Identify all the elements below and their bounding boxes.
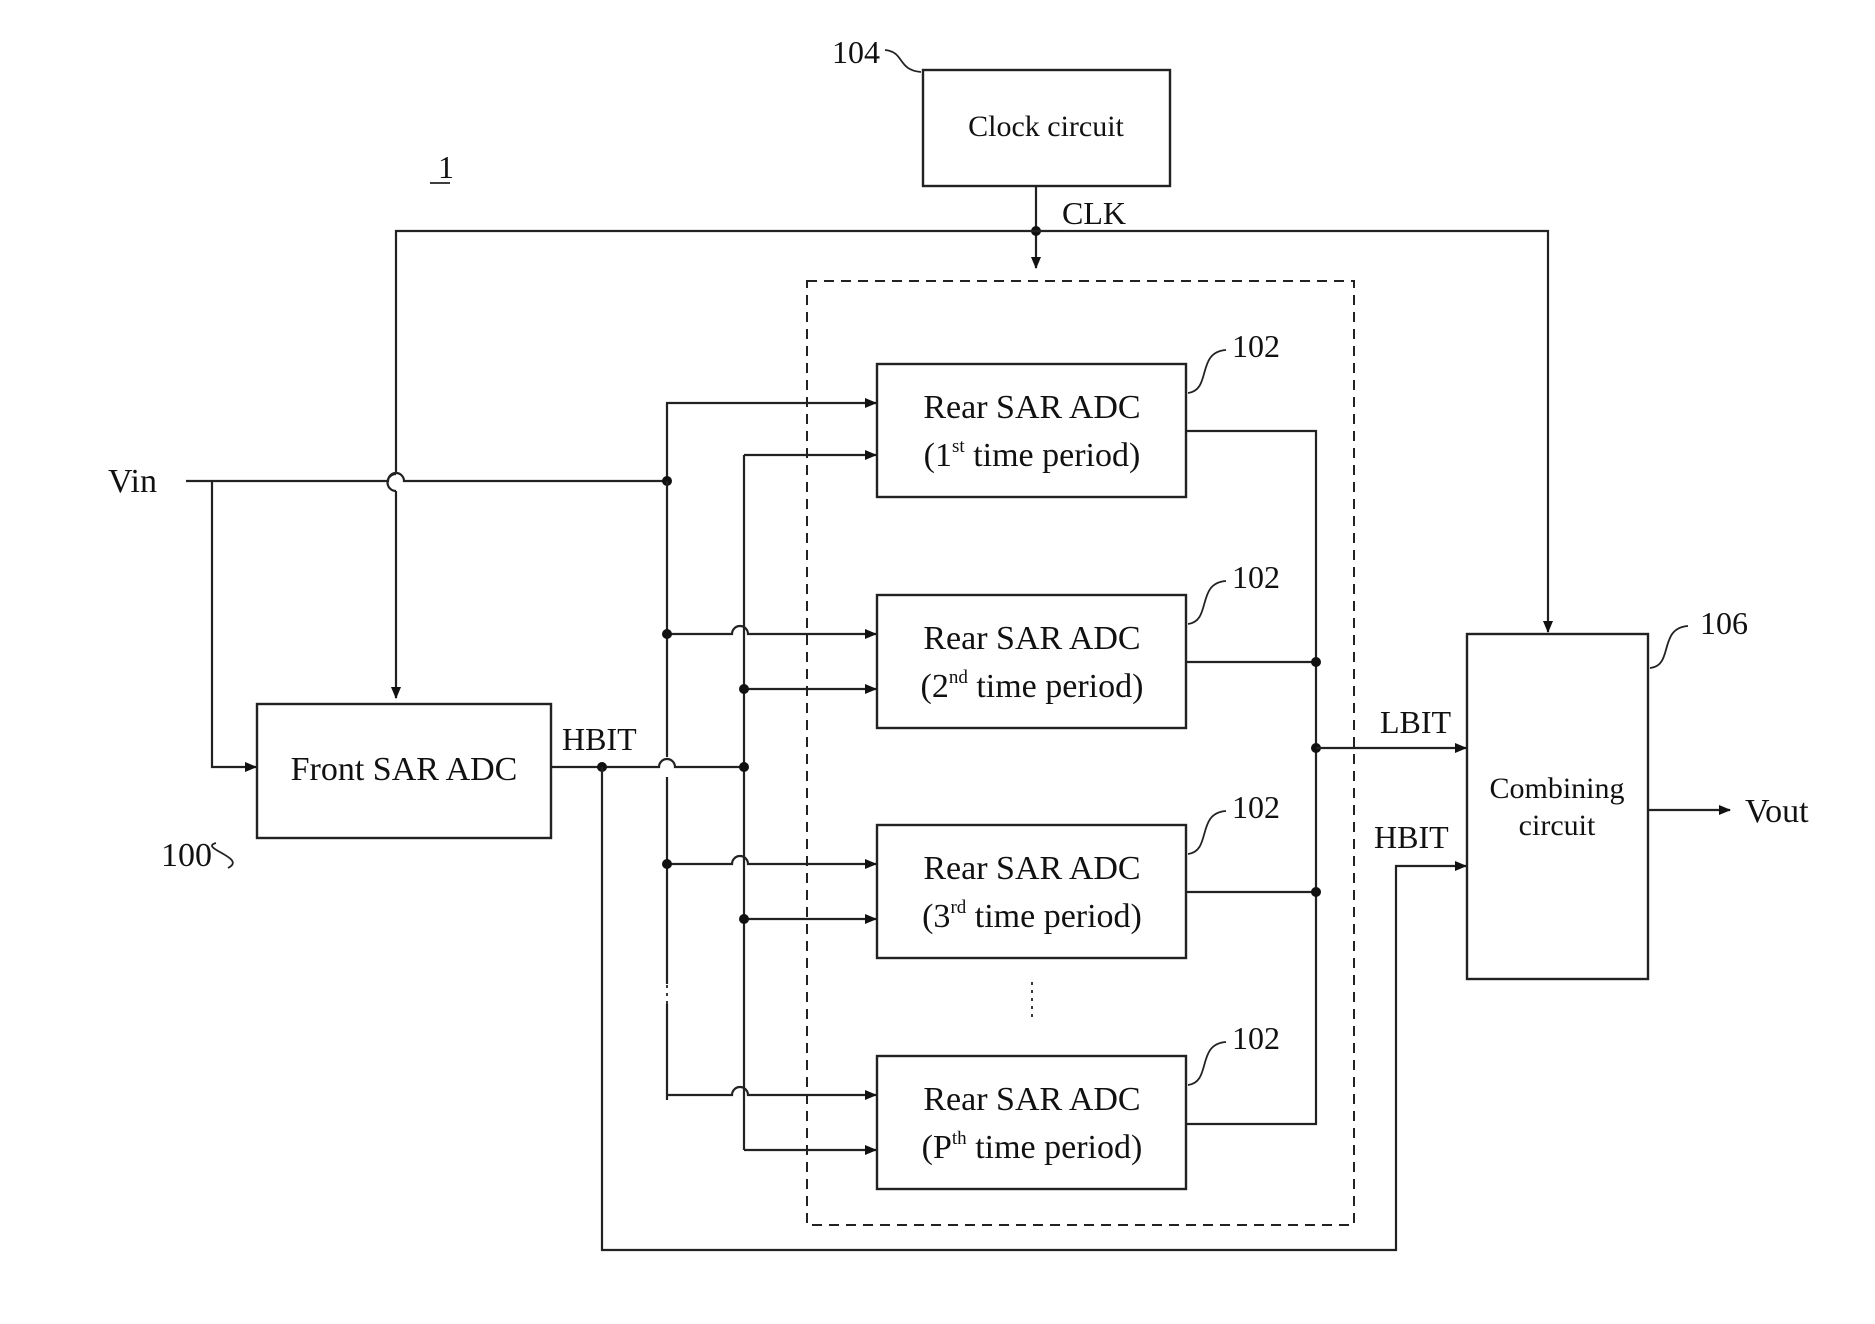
vin-bus-junction-2 (662, 629, 672, 639)
rear-sar-adc-1-label: Rear SAR ADC (923, 389, 1140, 426)
rear-sar-adc-3-label: Rear SAR ADC (923, 850, 1140, 887)
clock-circuit-label: Clock circuit (968, 110, 1124, 143)
rear-p-ref-leader (1188, 1042, 1226, 1085)
rear-sar-adc-3: Rear SAR ADC (3rd time period) 102 (877, 789, 1280, 958)
clock-ref-leader (885, 50, 921, 72)
figure-label: 1 (438, 149, 454, 185)
front-ref-number: 100 (161, 837, 212, 874)
hbit-front-label: HBIT (562, 721, 637, 757)
vin-wire-main (186, 473, 667, 481)
rear-sar-adc-1-box (877, 364, 1186, 497)
vin-bus-junction-3 (662, 859, 672, 869)
clock-ref-number: 104 (832, 34, 880, 70)
rear-sar-adc-2-label: Rear SAR ADC (923, 620, 1140, 657)
combining-circuit-label-line1: Combining (1489, 772, 1624, 805)
combining-circuit-box (1467, 634, 1648, 979)
hbit-combine-label: HBIT (1374, 819, 1449, 855)
vin-to-rear-adc-3 (667, 856, 876, 864)
rear-sar-adc-p-box (877, 1056, 1186, 1189)
combiner-ref-number: 106 (1700, 605, 1748, 641)
front-sar-adc-block: Front SAR ADC 100 (161, 704, 551, 874)
hbit-bus-junction-2 (739, 684, 749, 694)
front-sar-adc-label: Front SAR ADC (291, 751, 518, 788)
combining-circuit-label-line2: circuit (1519, 809, 1596, 842)
lbit-bus-junction-3 (1311, 887, 1321, 897)
hbit-bus-junction-main (739, 762, 749, 772)
clk-label: CLK (1062, 195, 1126, 231)
vin-to-rear-adc-1 (667, 403, 876, 481)
hbit-wire-main (551, 759, 744, 767)
rear-sar-adc-p: Rear SAR ADC (Pth time period) 102 (877, 1020, 1280, 1189)
rear-sar-adc-p-label: Rear SAR ADC (923, 1081, 1140, 1118)
rear-sar-adc-2-box (877, 595, 1186, 728)
rear-3-ref-number: 102 (1232, 789, 1280, 825)
rear-sar-adc-1: Rear SAR ADC (1st time period) 102 (877, 328, 1280, 497)
rear-sar-adc-3-box (877, 825, 1186, 958)
hbit-bus-junction-3 (739, 914, 749, 924)
combiner-ref-leader (1650, 626, 1688, 668)
lbit-bus-junction-2 (1311, 657, 1321, 667)
lbit-label: LBIT (1380, 704, 1452, 740)
rear-p-ref-number: 102 (1232, 1020, 1280, 1056)
vin-label: Vin (108, 463, 157, 500)
vin-to-front-adc (212, 481, 256, 767)
rear-3-ref-leader (1188, 811, 1226, 854)
rear-2-ref-number: 102 (1232, 559, 1280, 595)
vout-label: Vout (1745, 793, 1809, 830)
vin-to-rear-adc-2 (667, 626, 876, 634)
rear-2-ref-leader (1188, 581, 1226, 624)
vin-to-rear-adc-p (667, 1087, 876, 1095)
combining-circuit-block: Combining circuit 106 (1467, 605, 1748, 979)
rear-1-ref-number: 102 (1232, 328, 1280, 364)
rear-sar-adc-2: Rear SAR ADC (2nd time period) 102 (877, 559, 1280, 728)
front-ref-leader (212, 843, 233, 868)
clock-circuit-block: Clock circuit 104 (832, 34, 1170, 186)
rear-1-ref-leader (1188, 350, 1226, 393)
